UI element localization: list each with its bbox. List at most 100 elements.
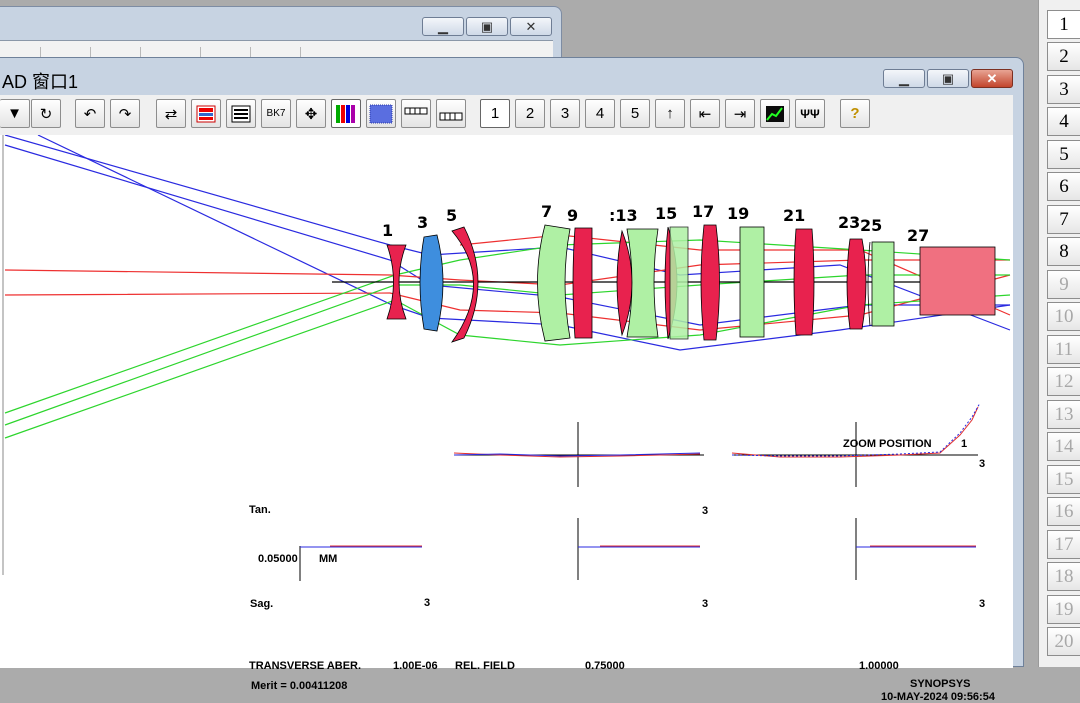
dropdown-arrow-button[interactable]: ▼ bbox=[0, 99, 30, 128]
side-button-9: 9 bbox=[1047, 270, 1080, 299]
background-minimize-button[interactable]: ▁ bbox=[422, 17, 464, 36]
toolbar: ▼ ↻ ↶ ↷ ⇄ BK7 ✥ 1 2 3 4 5 ↑ ⇤ ⇥ bbox=[0, 95, 1013, 136]
minimize-button[interactable]: ▁ bbox=[883, 69, 925, 88]
side-button-13: 13 bbox=[1047, 400, 1080, 429]
sliders-button[interactable]: ⇄ bbox=[156, 99, 186, 128]
help-button[interactable]: ? bbox=[840, 99, 870, 128]
lens-element-21 bbox=[793, 228, 815, 336]
curve-label-sag-1: 3 bbox=[424, 597, 431, 609]
gamma-v-button[interactable]: ΨΨ bbox=[795, 99, 825, 128]
side-button-11: 11 bbox=[1047, 335, 1080, 364]
timestamp-label: 10-MAY-2024 09:56:54 bbox=[881, 691, 995, 703]
lens-element-17 bbox=[700, 224, 720, 341]
side-button-8[interactable]: 8 bbox=[1047, 237, 1080, 266]
surface-label-7: 7 bbox=[541, 202, 552, 221]
bk7-icon: BK7 bbox=[266, 108, 286, 119]
undo-button[interactable]: ↶ bbox=[75, 99, 105, 128]
help-icon: ? bbox=[850, 105, 860, 122]
side-button-10: 10 bbox=[1047, 302, 1080, 331]
dots-pattern-button[interactable] bbox=[366, 99, 396, 128]
grid-b-button[interactable] bbox=[436, 99, 466, 128]
lens-element-13 bbox=[616, 229, 633, 337]
lens-element-19 bbox=[739, 226, 765, 338]
grid-a-button[interactable] bbox=[401, 99, 431, 128]
lens-element-23 bbox=[846, 238, 867, 330]
surface-label-9: 9 bbox=[567, 206, 578, 225]
dots-pattern-icon bbox=[369, 104, 393, 123]
arrow-left-bar-button[interactable]: ⇤ bbox=[690, 99, 720, 128]
zoom-position-value: 1 bbox=[961, 438, 968, 450]
zoom-5-label: 5 bbox=[630, 105, 640, 122]
side-button-2[interactable]: 2 bbox=[1047, 42, 1080, 71]
zoom-side-panel: 1 2 3 4 5 6 7 8 9 10 11 12 13 14 15 16 1… bbox=[1038, 0, 1080, 667]
text-list-button[interactable] bbox=[226, 99, 256, 128]
surface-label-5: 5 bbox=[446, 206, 457, 225]
curve-label-tan-1: 3 bbox=[702, 505, 709, 517]
aberration-plots bbox=[299, 402, 981, 581]
side-button-7[interactable]: 7 bbox=[1047, 205, 1080, 234]
arrow-up-button[interactable]: ↑ bbox=[655, 99, 685, 128]
dropdown-arrow-icon: ▼ bbox=[7, 105, 22, 122]
footer-wavelength: 1.00E-06 bbox=[393, 660, 438, 672]
side-button-17: 17 bbox=[1047, 530, 1080, 559]
side-button-1[interactable]: 1 bbox=[1047, 10, 1080, 39]
close-button[interactable]: ✕ bbox=[971, 69, 1013, 88]
redo-icon: ↷ bbox=[118, 105, 132, 123]
side-button-4[interactable]: 4 bbox=[1047, 107, 1080, 136]
lens-element-27 bbox=[919, 246, 996, 316]
footer-title: TRANSVERSE ABER. bbox=[249, 660, 362, 672]
side-button-14: 14 bbox=[1047, 432, 1080, 461]
main-window: AD 窗口1 ▁ ▣ ✕ ▼ ↻ ↶ ↷ ⇄ BK7 ✥ 1 2 3 4 5 bbox=[0, 57, 1024, 703]
side-button-16: 16 bbox=[1047, 497, 1080, 526]
undo-icon: ↶ bbox=[83, 105, 97, 123]
refresh-button[interactable]: ↻ bbox=[31, 99, 61, 128]
zoom-4-button[interactable]: 4 bbox=[585, 99, 615, 128]
zoom-1-button[interactable]: 1 bbox=[480, 99, 510, 128]
background-close-button[interactable]: ✕ bbox=[510, 17, 552, 36]
surface-label-23: 23 bbox=[838, 213, 860, 232]
field-value-075: 0.75000 bbox=[585, 660, 625, 672]
maximize-button[interactable]: ▣ bbox=[927, 69, 969, 88]
grid-a-icon bbox=[404, 107, 428, 114]
arrow-left-bar-icon: ⇤ bbox=[698, 105, 712, 123]
zoom-5-button[interactable]: 5 bbox=[620, 99, 650, 128]
arrow-up-icon: ↑ bbox=[666, 105, 674, 122]
footer-rel-field: REL. FIELD bbox=[455, 660, 515, 672]
zoom-1-label: 1 bbox=[490, 105, 500, 122]
color-bars-button[interactable] bbox=[191, 99, 221, 128]
lens-element-15b bbox=[669, 226, 689, 340]
scale-value: 0.05000 bbox=[258, 553, 298, 565]
zoom-2-label: 2 bbox=[525, 105, 535, 122]
redo-button[interactable]: ↷ bbox=[110, 99, 140, 128]
chart-green-button[interactable] bbox=[760, 99, 790, 128]
expand-button[interactable]: ✥ bbox=[296, 99, 326, 128]
surface-label-13: :13 bbox=[609, 206, 638, 225]
sag-label: Sag. bbox=[250, 598, 274, 610]
bk7-button[interactable]: BK7 bbox=[261, 99, 291, 128]
side-button-19: 19 bbox=[1047, 595, 1080, 624]
surface-label-25: 25 bbox=[860, 216, 882, 235]
lens-elements bbox=[386, 224, 996, 343]
side-button-12: 12 bbox=[1047, 367, 1080, 396]
side-button-6[interactable]: 6 bbox=[1047, 172, 1080, 201]
side-button-3[interactable]: 3 bbox=[1047, 75, 1080, 104]
surface-labels: 1 3 5 7 9 :13 15 17 19 21 23 25 27 bbox=[382, 202, 929, 245]
side-button-5[interactable]: 5 bbox=[1047, 140, 1080, 169]
color-spectrum-button[interactable] bbox=[331, 99, 361, 128]
zoom-3-button[interactable]: 3 bbox=[550, 99, 580, 128]
zoom-2-button[interactable]: 2 bbox=[515, 99, 545, 128]
zoom-4-label: 4 bbox=[595, 105, 605, 122]
curve-label-tan-2: 3 bbox=[979, 458, 986, 470]
background-maximize-button[interactable]: ▣ bbox=[466, 17, 508, 36]
surface-label-15: 15 bbox=[655, 204, 677, 223]
zoom-position-label: ZOOM POSITION bbox=[843, 438, 932, 450]
expand-icon: ✥ bbox=[304, 105, 318, 123]
surface-label-27: 27 bbox=[907, 226, 929, 245]
lens-canvas: 1 3 5 7 9 :13 15 17 19 21 23 25 27 bbox=[0, 135, 1013, 703]
sliders-icon: ⇄ bbox=[164, 105, 178, 123]
lens-layout-svg: 1 3 5 7 9 :13 15 17 19 21 23 25 27 bbox=[2, 135, 1011, 581]
arrow-right-bar-button[interactable]: ⇥ bbox=[725, 99, 755, 128]
text-list-icon bbox=[231, 105, 251, 122]
chart-green-icon bbox=[766, 105, 784, 122]
field-value-100: 1.00000 bbox=[859, 660, 899, 672]
